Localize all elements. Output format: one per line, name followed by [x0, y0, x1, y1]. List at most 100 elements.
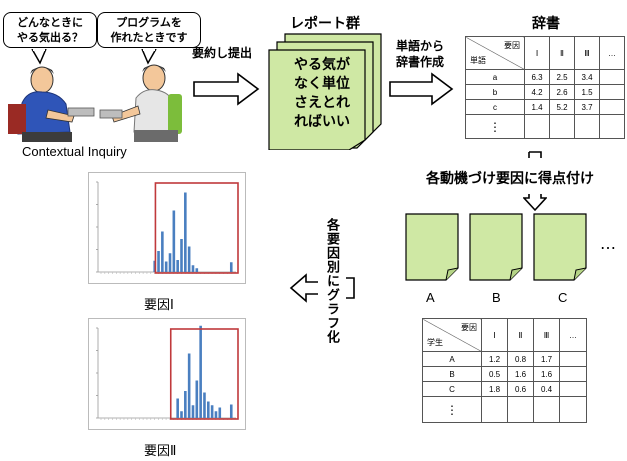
dictionary-cell — [574, 114, 600, 139]
student-cell: 1.7 — [533, 351, 560, 367]
student-header: Ⅱ — [507, 318, 534, 352]
summary-label: 要約し提出 — [192, 46, 253, 60]
contextual-inquiry-label: Contextual Inquiry — [22, 144, 127, 159]
student-header: … — [559, 318, 587, 352]
chart2-bar — [199, 325, 202, 418]
chart2-bar — [184, 391, 187, 418]
dictionary-cell — [549, 114, 575, 139]
dictionary-cell — [524, 114, 550, 139]
student-cell: 0.6 — [507, 381, 534, 397]
student-row-label: C — [422, 381, 482, 397]
dictionary-cell: 2.5 — [549, 69, 575, 85]
scored-documents — [405, 213, 587, 281]
dictionary-header: Ⅱ — [549, 36, 575, 70]
dictionary-cell: 1.5 — [574, 84, 600, 100]
scoring-label: 各動機づけ要因に得点付け — [426, 171, 594, 187]
graph-step-label: 各要因別にグラフ化 — [324, 218, 339, 344]
chart1-bar — [157, 251, 160, 272]
student-cell: 0.8 — [507, 351, 534, 367]
chart1-bar — [229, 262, 233, 272]
chart2-bar — [214, 411, 218, 418]
student-cell — [559, 381, 587, 397]
dictionary-cell — [599, 99, 625, 115]
dictionary-corner-word: 単語 — [470, 56, 486, 65]
student-cell — [559, 366, 587, 382]
chart1-bar — [161, 231, 164, 272]
bubble-right-tail — [141, 49, 157, 65]
bubble-right-line2: 作れたときです — [110, 31, 188, 44]
dictionary-cell: 5.2 — [549, 99, 575, 115]
chart2-bar — [195, 380, 199, 418]
student-cell — [559, 351, 587, 367]
dictionary-corner-factor: 要因 — [504, 41, 520, 50]
student-row-label: A — [422, 351, 482, 367]
student-header: Ⅲ — [533, 318, 560, 352]
report-line3: さえとれ — [294, 95, 350, 111]
student-cell — [559, 396, 587, 423]
interviewer-speech-bubble: どんなときに やる気出る？ — [3, 12, 97, 48]
chart1-bar — [180, 239, 183, 272]
student-cell: 1.2 — [481, 351, 508, 367]
chart2-bar — [191, 405, 195, 418]
report-line1: やる気が — [294, 57, 350, 73]
chart1-caption: 要因Ⅰ — [144, 298, 174, 313]
chart1-bar — [172, 210, 176, 272]
student-cell — [507, 396, 534, 423]
dictionary-row-label: a — [465, 69, 525, 85]
dictionary-cell — [599, 114, 625, 139]
report-text: やる気が なく単位 さえとれ ればいい — [282, 56, 362, 132]
dictionary-cell: 2.6 — [549, 84, 575, 100]
dictionary-row-label: b — [465, 84, 525, 100]
dictionary-cell — [599, 69, 625, 85]
docs-ellipsis: … — [600, 234, 616, 253]
chart2-caption: 要因Ⅱ — [144, 444, 177, 459]
dictionary-header: Ⅰ — [524, 36, 550, 70]
interviewee-figure — [99, 64, 182, 142]
interviewer-figure — [8, 66, 95, 142]
chart2-bar — [210, 405, 214, 418]
dictionary-step-label: 単語から 辞書作成 — [390, 38, 450, 70]
bubble-right-line1: プログラムを — [116, 16, 182, 29]
dictionary-cell: 3.7 — [574, 99, 600, 115]
student-corner-student: 学生 — [427, 338, 443, 347]
chart2-bar — [176, 398, 179, 418]
doc-label-a: A — [426, 290, 435, 305]
student-cell: 1.6 — [533, 366, 560, 382]
chart2-highlight-box — [169, 328, 239, 420]
bubble-left-tail — [31, 49, 47, 65]
student-cell: 1.6 — [507, 366, 534, 382]
summary-arrow — [193, 72, 260, 106]
chart1-bar — [195, 268, 199, 272]
dictionary-title: 辞書 — [532, 16, 560, 32]
chart1-bar — [187, 246, 191, 272]
student-corner-factor: 要因 — [461, 323, 477, 332]
report-stack — [268, 33, 382, 150]
dictionary-step-line1: 単語から — [395, 39, 444, 53]
student-row-label: ⋮ — [422, 396, 482, 423]
student-row-label: B — [422, 366, 482, 382]
student-cell — [481, 396, 508, 423]
dictionary-row-label: ⋮ — [465, 114, 525, 139]
scoring-arrow — [523, 151, 547, 212]
chart1-bar — [168, 253, 172, 272]
chart1-highlight-box — [154, 182, 239, 274]
report-line2: なく単位 — [294, 76, 350, 92]
chart2-bar — [218, 407, 222, 418]
chart2-bar — [203, 392, 206, 418]
chart1-bar — [184, 192, 187, 272]
student-corner: 要因 学生 — [422, 318, 482, 352]
dictionary-corner: 要因 単語 — [465, 36, 525, 70]
interview-illustration — [8, 64, 182, 142]
dictionary-cell: 4.2 — [524, 84, 550, 100]
report-group-title: レポート群 — [290, 16, 360, 32]
graph-step-arrow — [289, 273, 355, 303]
chart2-bar — [187, 353, 191, 418]
chart1-bar — [164, 261, 168, 272]
dictionary-row-label: c — [465, 99, 525, 115]
doc-label-b: B — [492, 290, 501, 305]
chart1-plot — [96, 181, 239, 274]
chart2-bar — [229, 404, 233, 418]
student-cell — [533, 396, 560, 423]
chart1-bar — [191, 265, 195, 272]
